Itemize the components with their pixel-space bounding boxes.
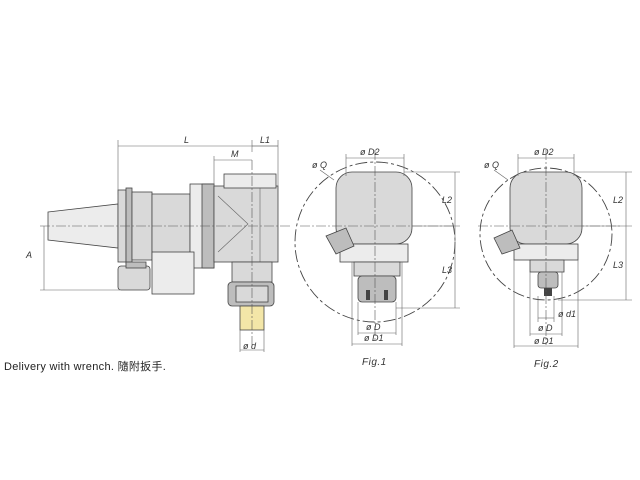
fig1-dim-D: ø D (366, 322, 381, 332)
fig2-dim-L3: L3 (613, 260, 623, 270)
side-view: L L1 M A ø d (25, 135, 290, 352)
fig2-dim-D: ø D (538, 323, 553, 333)
fig1-dim-D2: ø D2 (360, 147, 380, 157)
dim-M: M (231, 149, 239, 159)
fig1-dim-Q: ø Q (312, 160, 327, 170)
dim-A: A (25, 250, 32, 260)
fig2-dim-d1: ø d1 (558, 309, 576, 319)
delivery-note: Delivery with wrench. 隨附扳手. (4, 359, 166, 373)
fig2-view: ø Q ø D2 L2 L3 ø d1 ø D ø D1 Fig.2 (478, 147, 632, 370)
dim-L: L (184, 135, 189, 145)
fig2-dim-L2: L2 (613, 195, 623, 205)
fig2-dim-Q: ø Q (484, 160, 499, 170)
fig2-caption: Fig.2 (534, 359, 559, 370)
fig2-dim-D1: ø D1 (534, 336, 554, 346)
fig1-dim-D1: ø D1 (364, 333, 384, 343)
dim-L1: L1 (260, 135, 270, 145)
fig1-caption: Fig.1 (362, 357, 387, 368)
dim-d: ø d (243, 341, 257, 351)
fig1-view: ø Q ø D2 L2 L3 ø D ø D1 Fig.1 (294, 147, 460, 368)
fig1-dim-L2: L2 (442, 195, 452, 205)
fig1-dim-L3: L3 (442, 265, 452, 275)
fig2-dim-D2: ø D2 (534, 147, 554, 157)
